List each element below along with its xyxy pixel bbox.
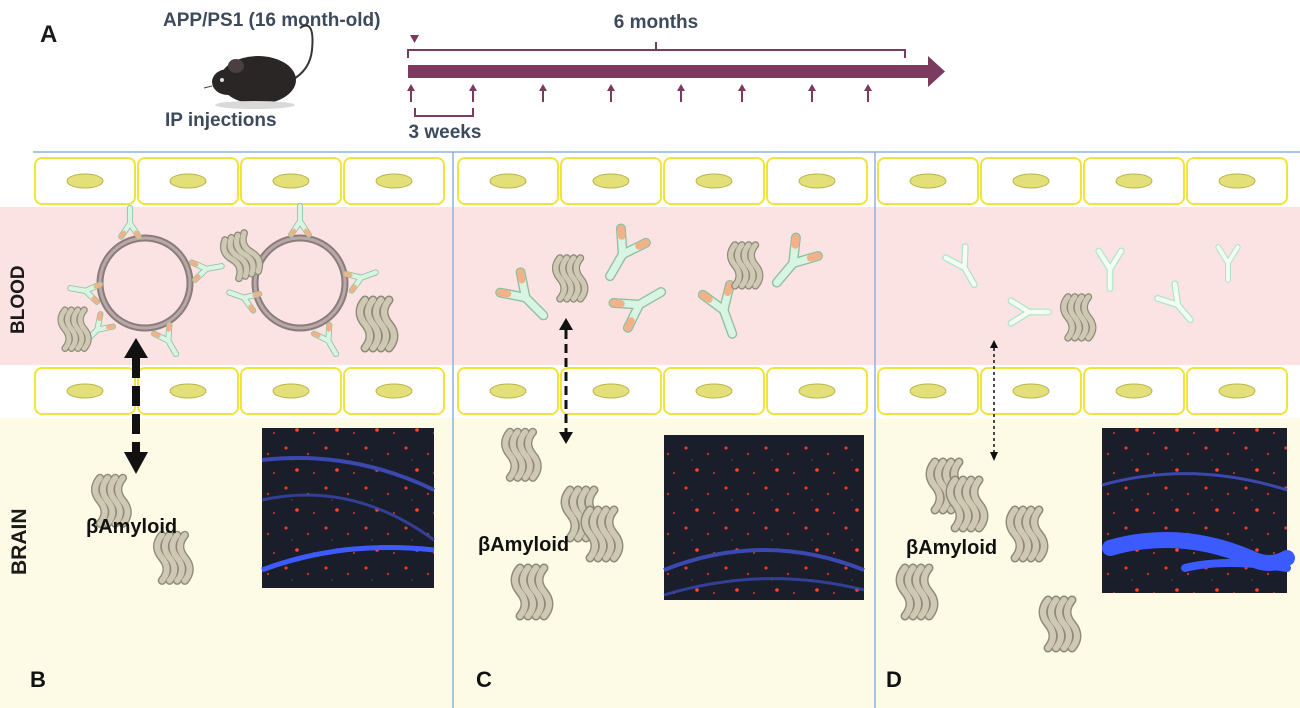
endothelial-cell [137, 157, 239, 205]
endothelial-cell [457, 157, 559, 205]
endothelial-cell [137, 367, 239, 415]
endothelial-cell [240, 157, 342, 205]
amyloid-fibril-icon [556, 258, 585, 299]
amyloid-fibril-icon [731, 245, 760, 286]
endothelial-cell [560, 157, 662, 205]
endothelial-cell [34, 157, 136, 205]
route-label: IP injections [165, 110, 277, 131]
endothelial-cell [663, 157, 765, 205]
mouse-model-label: APP/PS1 (16 month-old) [163, 10, 380, 31]
endothelial-cell [1186, 367, 1288, 415]
amyloid-fibril-icon [157, 535, 189, 581]
timeline: 6 months 3 weeks [407, 12, 945, 143]
endothelial-cell [1083, 157, 1185, 205]
endothelial-cell [240, 367, 342, 415]
panel-c: βAmyloid C [476, 228, 865, 692]
injection-markers [407, 84, 872, 102]
panel-b: βAmyloid B [30, 206, 435, 692]
amyloid-fibril-icon [505, 432, 537, 478]
endothelial-cell [1083, 367, 1185, 415]
panel-label-d: D [886, 667, 902, 692]
endothelial-cell [877, 157, 979, 205]
injection-arrow-icon [607, 84, 615, 102]
amyloid-fibril-icon [1010, 510, 1044, 558]
blood-label: BLOOD [8, 265, 29, 334]
endothelial-cell [1186, 157, 1288, 205]
brain-section-micrograph [1101, 428, 1295, 593]
transport-arrow-c [559, 318, 573, 444]
endothelial-cell [560, 367, 662, 415]
injection-arrow-icon [808, 84, 816, 102]
endothelial-cell [877, 367, 979, 415]
injection-arrow-icon [407, 84, 415, 102]
amyloid-fibril-icon [950, 480, 984, 528]
panel-label-b: B [30, 667, 46, 692]
timeline-arrowhead [928, 56, 945, 87]
timeline-bar [408, 65, 928, 78]
brain-section-micrograph [663, 435, 865, 600]
amyloid-fibril-icon [1064, 297, 1093, 338]
endothelial-cell [766, 157, 868, 205]
amyloid-fibril-icon [61, 310, 88, 348]
injection-arrow-icon [864, 84, 872, 102]
panel-d: βAmyloid D [886, 247, 1295, 692]
interval-label: 3 weeks [409, 122, 482, 143]
amyloid-fibril-icon [585, 510, 619, 558]
amyloid-fibril-icon [1043, 600, 1077, 648]
interval-bracket [414, 108, 474, 117]
endothelial-cell [766, 367, 868, 415]
endothelial-cell [980, 157, 1082, 205]
endothelial-cell [34, 367, 136, 415]
amyloid-label: βAmyloid [478, 534, 569, 556]
blood-band [0, 207, 1300, 365]
endothelial-cell [457, 367, 559, 415]
endothelial-cell [663, 367, 765, 415]
amyloid-label: βAmyloid [906, 537, 997, 559]
amyloid-fibril-icon [900, 568, 934, 616]
mouse-icon [203, 24, 314, 109]
duration-label: 6 months [614, 12, 698, 33]
endothelial-cell [343, 367, 445, 415]
transport-arrow-b [124, 338, 148, 474]
brain-section-micrograph [261, 428, 435, 588]
endothelial-cell [343, 157, 445, 205]
brain-band [0, 418, 1300, 708]
injection-arrow-icon [539, 84, 547, 102]
injection-arrow-icon [738, 84, 746, 102]
brain-label: BRAIN [8, 509, 31, 576]
injection-arrow-icon [469, 84, 477, 102]
panel-a: A APP/PS1 (16 month-old) IP injections 6… [40, 10, 945, 143]
panel-label-a: A [40, 21, 57, 48]
injection-arrow-icon [677, 84, 685, 102]
nanoparticle-icon [251, 234, 349, 332]
endothelial-cell [980, 367, 1082, 415]
panel-label-c: C [476, 667, 492, 692]
transport-arrow-d [990, 340, 998, 461]
amyloid-fibril-icon [515, 568, 549, 616]
duration-bracket [407, 42, 906, 58]
amyloid-label: βAmyloid [86, 516, 177, 538]
amyloid-fibril-icon [360, 300, 394, 348]
